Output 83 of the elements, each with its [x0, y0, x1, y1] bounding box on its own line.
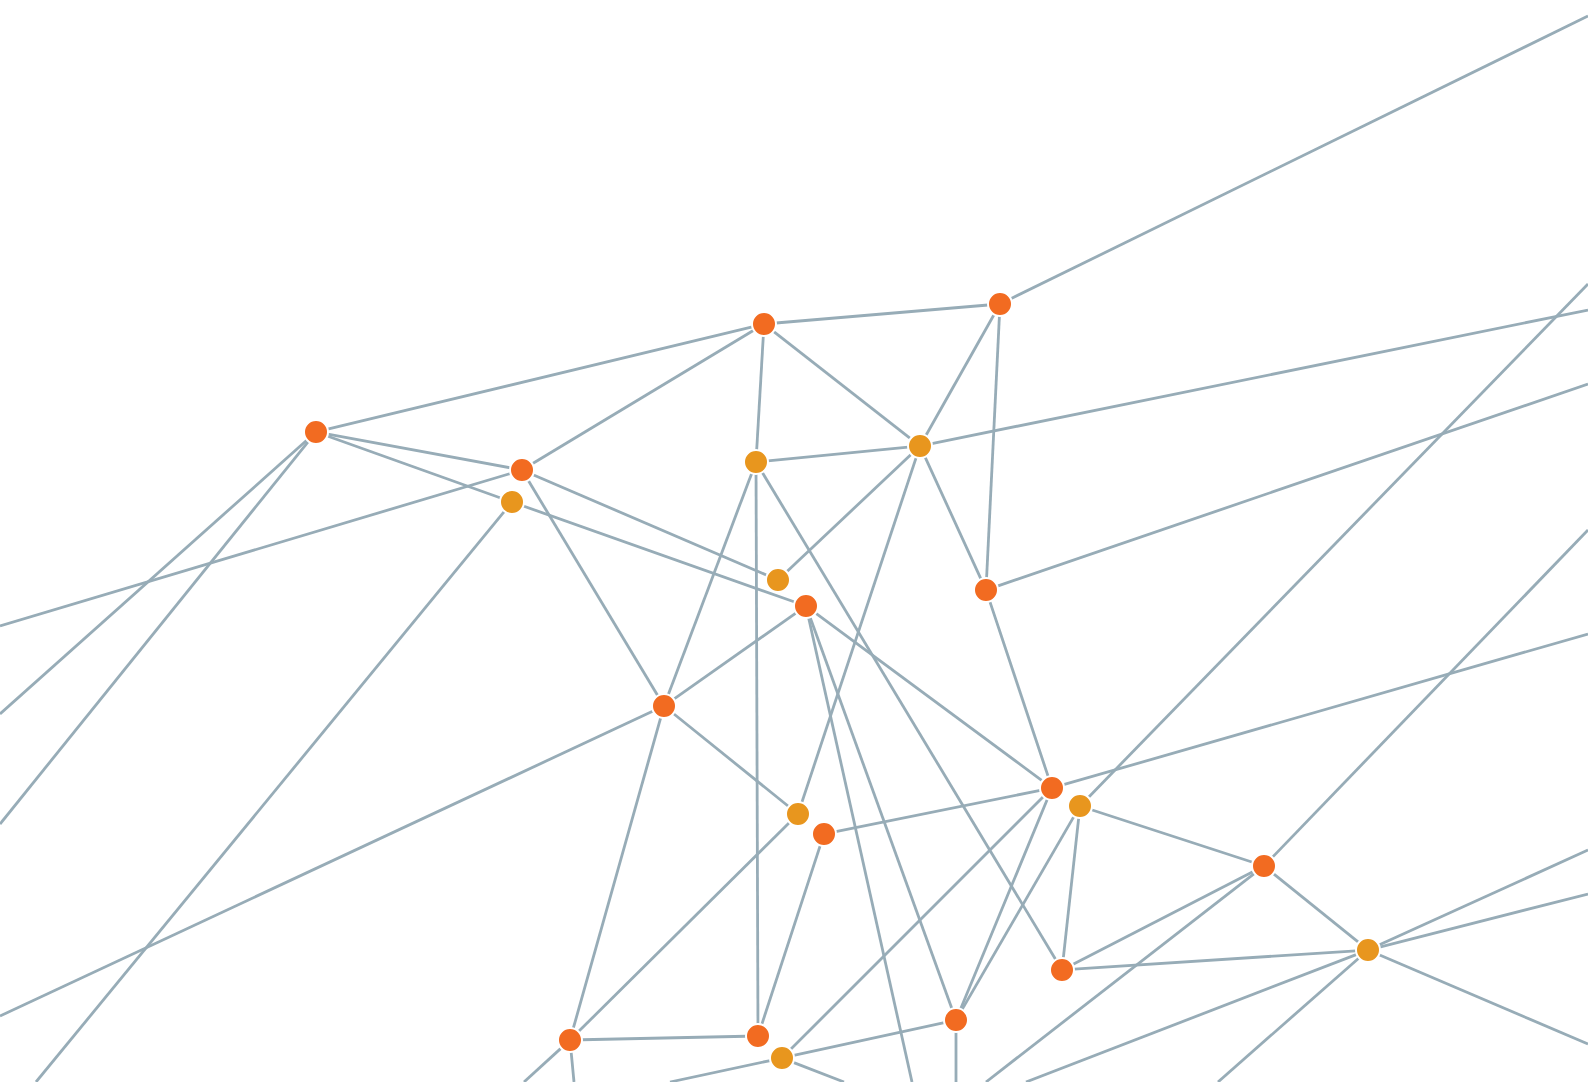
connector-line [985, 872, 1256, 1082]
connector-line [326, 434, 502, 500]
network-dot [745, 1023, 771, 1049]
connector-line [0, 440, 310, 825]
connector-line [1010, 14, 1588, 300]
network-dot [907, 433, 933, 459]
connector-line [672, 712, 790, 808]
network-dot [1251, 853, 1277, 879]
network-dot [557, 1027, 583, 1053]
connector-line [523, 1047, 563, 1082]
connector-line [1087, 283, 1588, 799]
connector-line [1379, 892, 1588, 949]
connector-line [789, 795, 1045, 1051]
connector-line [0, 472, 511, 628]
connector-line [954, 1032, 958, 1082]
connector-line [34, 510, 506, 1082]
connector-line [767, 445, 909, 463]
connector-line [1025, 953, 1358, 1082]
connector-line [924, 313, 996, 437]
connector-line [522, 504, 796, 604]
connector-line [807, 617, 914, 1082]
connector-line [1271, 529, 1588, 859]
network-dot [943, 1007, 969, 1033]
connector-line [1090, 808, 1254, 864]
network-dot [765, 567, 791, 593]
network-dot [973, 577, 999, 603]
connector-line [988, 600, 1050, 778]
network-dot [509, 457, 535, 483]
connector-line [985, 315, 1001, 579]
connector-line [772, 330, 912, 440]
connector-line [1061, 817, 1081, 959]
connector-line [1073, 949, 1357, 971]
connector-line [581, 1034, 747, 1042]
connector-line [923, 456, 983, 580]
connector-line [800, 456, 918, 804]
connector-line [1063, 632, 1588, 787]
connector-line [760, 844, 822, 1026]
network-dot [743, 449, 769, 475]
network-dot [785, 801, 811, 827]
connector-line [814, 612, 1044, 782]
network-dot [769, 1045, 795, 1071]
connector-line [532, 473, 768, 577]
connector-line [792, 1061, 845, 1082]
connector-line [754, 474, 760, 1024]
network-dot [793, 593, 819, 619]
network-dot [303, 419, 329, 445]
connector-line [775, 303, 989, 325]
connector-line [569, 1051, 576, 1082]
network-dot [1049, 957, 1075, 983]
connector-line [959, 798, 1049, 1010]
connector-line [666, 472, 754, 696]
connector-line [793, 1021, 945, 1057]
network-dot [1039, 775, 1065, 801]
connector-line [960, 815, 1076, 1011]
network-dot [751, 311, 777, 337]
connector-line [808, 616, 954, 1010]
connector-line [577, 821, 791, 1033]
connector-line [0, 438, 308, 716]
connector-line [1378, 953, 1588, 1046]
connector-line [571, 717, 663, 1029]
connector-line [531, 329, 755, 465]
network-dot [1355, 937, 1381, 963]
connector-line [1072, 870, 1254, 966]
connector-line [1272, 872, 1360, 944]
connector-line [755, 335, 765, 451]
connector-line [327, 325, 753, 431]
network-dot [811, 821, 837, 847]
connector-line [996, 382, 1588, 588]
connector-line [1378, 848, 1588, 947]
connector-line [761, 471, 1057, 961]
network-dot [1067, 793, 1093, 819]
connector-line [1217, 956, 1360, 1082]
connector-line [327, 432, 511, 470]
network-dot [651, 693, 677, 719]
connector-line [673, 611, 797, 701]
network-dot [987, 291, 1013, 317]
connector-line [669, 1059, 771, 1082]
connector-line [0, 709, 654, 1018]
network-dot [499, 489, 525, 515]
connector-line [785, 453, 913, 573]
connector-line [527, 479, 659, 697]
connector-line [931, 308, 1588, 445]
connector-line [835, 789, 1041, 833]
